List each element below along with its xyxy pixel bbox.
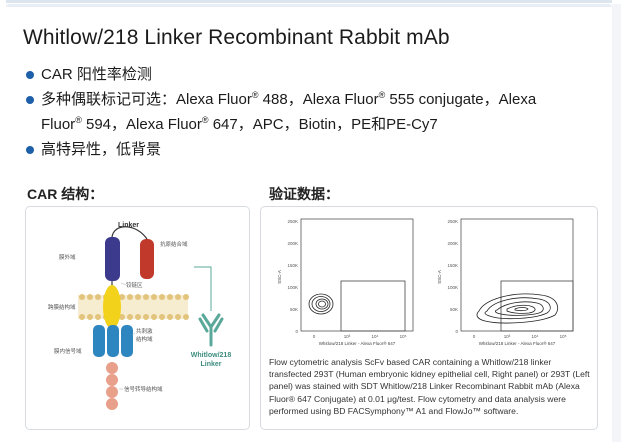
xtick-left-1e3: 10³ [344,334,351,339]
bullet-text: 594，Alexa Fluor [81,116,202,133]
ytick-right-200k: 200K [447,241,458,246]
density-contours-right [476,293,558,324]
costim-label: 共刺激 [136,327,153,335]
car-structure-panel: Linker 膜外域 跨膜结构域 膜内信号域 抗原结合域 铰链区 共刺激 结构域… [25,206,250,430]
xtick-right-1e4: 10⁴ [532,334,539,339]
antibody-label-line2: Linker [200,361,221,368]
bullet-text: Fluor [41,116,76,133]
ylabel-right: SSC-A [437,270,442,284]
cell-membrane [78,294,189,320]
ytick-left-200k: 200K [287,241,298,246]
signal-label: 信号转导结构域 [124,385,163,393]
bullet-text: 多种偶联标记可选：Alexa Fluor [41,91,252,108]
bullet-text: 647，APC，Biotin，PE和PE-Cy7 [208,116,438,133]
ytick-right-0: 0 [455,329,458,334]
linker-line [111,226,148,240]
bullet-conjugates: 多种偶联标记可选：Alexa Fluor® 488，Alexa Fluor® 5… [25,87,605,137]
costim-label-2: 结构域 [136,335,153,343]
antigen-domain-label: 抗原结合域 [160,240,188,248]
ytick-left-100k: 100K [287,285,298,290]
car-diagram: Linker 膜外域 跨膜结构域 膜内信号域 抗原结合域 铰链区 共刺激 结构域… [48,222,232,410]
costim-domain-3 [121,325,133,357]
linker-label: Linker [118,222,139,229]
ytick-right-250k: 250K [447,219,458,224]
registered-mark: ® [378,90,386,100]
xtick-left-1e4: 10⁴ [372,334,379,339]
bullet-text: CAR 阳性率检测 [41,66,152,83]
validation-heading: 验证数据： [269,186,339,202]
hinge-label: 铰链区 [126,281,143,289]
costim-domain-1 [93,325,105,357]
costim-domain-2 [107,325,119,357]
bullet-car-detection: CAR 阳性率检测 [25,62,605,87]
antibody-label-line1: Whitlow/218 [191,352,232,359]
flow-plot-left: 250K 200K 150K 100K 50K 0 0 10³ 10⁴ 10⁵ … [277,218,414,346]
signal-domain [106,362,118,410]
validation-panel: 250K 200K 150K 100K 50K 0 0 10³ 10⁴ 10⁵ … [260,206,598,430]
scfv-vl-domain [140,239,154,279]
antibody-pointer [194,266,212,311]
feature-list: CAR 阳性率检测 多种偶联标记可选：Alexa Fluor® 488，Alex… [25,62,605,162]
registered-mark: ® [201,115,209,125]
bullet-specificity: 高特异性，低背景 [25,137,605,162]
figure-caption: Flow cytometric analysis ScFv based CAR … [269,357,590,416]
ytick-left-50k: 50K [290,307,298,312]
xtick-right-0: 0 [473,334,476,339]
antibody-icon [198,313,224,347]
page-title: Whitlow/218 Linker Recombinant Rabbit mA… [23,26,450,49]
ylabel-left: SSC-A [277,270,282,284]
extracellular-label: 膜外域 [59,253,76,261]
bullet-text: 488，Alexa Fluor [258,91,379,108]
ytick-left-150k: 150K [287,263,298,268]
ytick-right-50k: 50K [450,307,458,312]
registered-mark: ® [75,115,82,125]
car-structure-heading: CAR 结构： [27,186,104,202]
xlabel-left: Whitlow/218 Linker - Alexa Fluor® 647 [319,340,396,346]
xtick-left-1e5: 10⁵ [400,334,407,339]
bullet-text: 555 conjugate，Alexa [385,91,537,108]
xtick-right-1e5: 10⁵ [560,334,567,339]
gate-left [340,280,406,332]
scroll-edge [612,4,621,442]
xtick-left-0: 0 [313,334,316,339]
ytick-right-150k: 150K [447,263,458,268]
flow-plots: 250K 200K 150K 100K 50K 0 0 10³ 10⁴ 10⁵ … [277,218,574,346]
hinge-tm-domain [103,285,121,329]
transmembrane-label: 跨膜结构域 [48,303,76,311]
gate-right [500,280,574,332]
ytick-left-0: 0 [295,329,298,334]
flow-plot-right: 250K 200K 150K 100K 50K 0 0 10³ 10⁴ 10⁵ … [437,218,574,346]
xtick-right-1e3: 10³ [504,334,511,339]
ytick-left-250k: 250K [287,219,298,224]
density-contours-left [308,293,334,315]
registered-mark: ® [251,90,259,100]
ytick-right-100k: 100K [447,285,458,290]
xlabel-right: Whitlow/218 Linker - Alexa Fluor® 647 [479,340,556,346]
intracellular-label: 膜内信号域 [54,347,82,355]
top-border [6,0,612,3]
bullet-text: 高特异性，低背景 [41,141,162,158]
scfv-vh-domain [105,237,120,281]
